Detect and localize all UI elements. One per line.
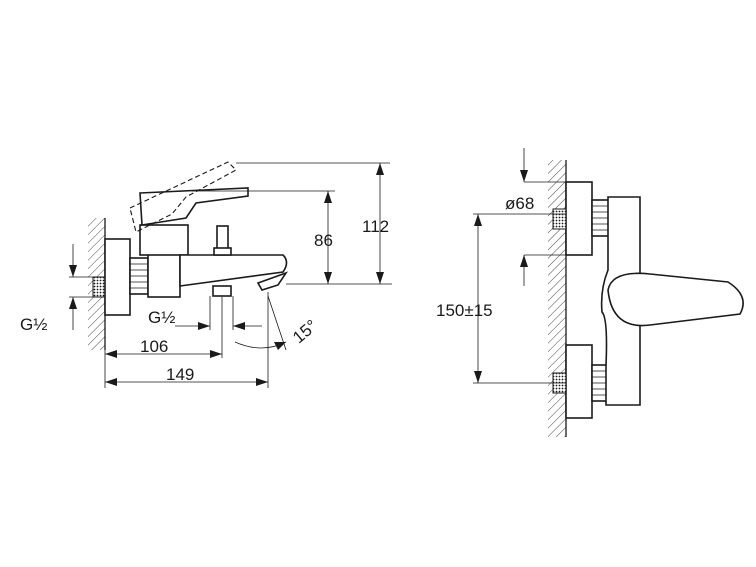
rosette-side — [104, 238, 131, 316]
mixer-body-side — [139, 224, 289, 298]
front-view: ø68 150±15 — [436, 148, 744, 437]
dim-angle-15: 15° — [234, 295, 321, 351]
dim-reach-106: 106 — [105, 337, 222, 358]
dim-height-86: 86 — [314, 191, 333, 284]
dim-text-106: 106 — [140, 337, 168, 356]
dim-text-86: 86 — [314, 231, 333, 250]
lever-open-dashed — [129, 161, 237, 233]
rosette-lower — [565, 344, 593, 419]
wall-thread-stub — [92, 276, 106, 298]
dim-text-thread-left: G½ — [20, 315, 47, 334]
dim-text-150: 150±15 — [436, 301, 493, 320]
wall-front — [548, 160, 567, 437]
rosette-upper — [565, 181, 593, 256]
dim-text-112: 112 — [362, 217, 389, 236]
dim-depth-149: 149 — [105, 365, 268, 386]
dim-text-68: ø68 — [505, 194, 534, 213]
lever-front — [607, 272, 744, 327]
nut-upper — [591, 199, 611, 237]
dim-text-thread-middle: G½ — [148, 308, 175, 327]
side-view: 112 86 G½ G½ 15° — [20, 161, 392, 388]
dim-center-150: 150±15 — [436, 214, 493, 383]
dim-thread-middle: G½ — [148, 308, 262, 330]
dim-diameter-68: ø68 — [505, 148, 534, 286]
nut-side — [129, 257, 149, 295]
lever-side — [139, 187, 249, 226]
dim-thread-left: G½ — [20, 244, 77, 334]
dim-height-112: 112 — [362, 163, 389, 284]
dim-text-angle: 15° — [289, 316, 321, 347]
thread-upper — [552, 208, 567, 230]
dim-text-149: 149 — [166, 365, 194, 384]
